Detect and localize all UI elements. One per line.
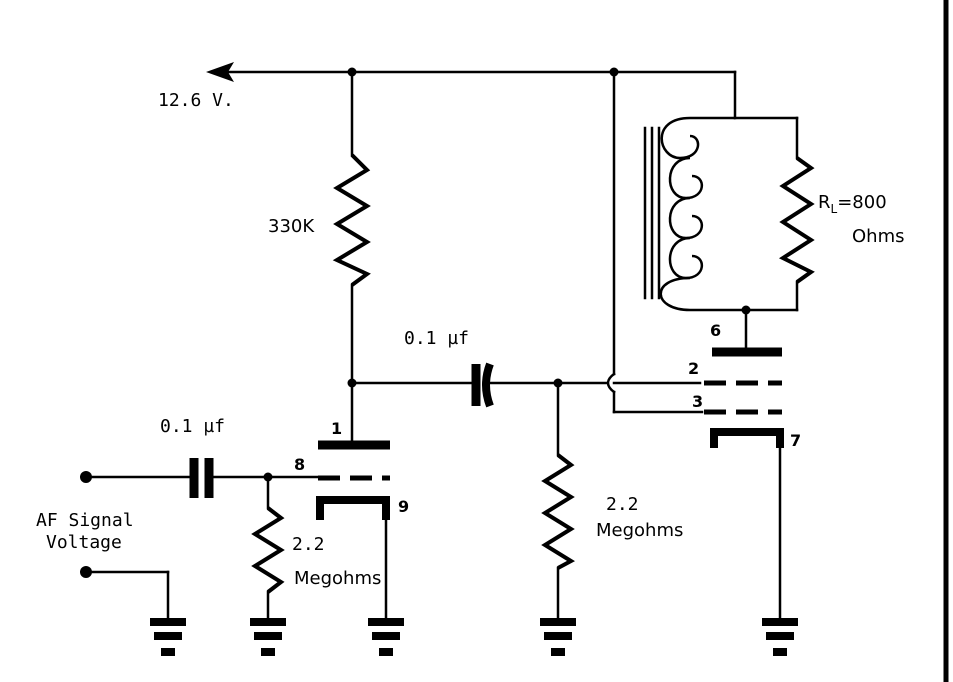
output-cathode <box>710 428 784 448</box>
pin-label-7: 7 <box>790 431 801 450</box>
pin-label-6: 6 <box>710 321 721 340</box>
coupling-capacitor-label: 0.1 µf <box>404 328 469 349</box>
output-tube <box>704 347 784 622</box>
pin-label-8: 8 <box>294 455 305 474</box>
coupling-capacitor <box>350 362 608 408</box>
input-grid-resistor-value: 2.2 <box>292 534 325 555</box>
supply-rail <box>206 62 737 120</box>
ground-icon <box>762 618 798 656</box>
ground-icon <box>250 618 286 656</box>
svg-text:RL=800: RL=800 <box>818 192 887 216</box>
supply-voltage-label: 12.6 V. <box>158 90 234 111</box>
pin-label-1: 1 <box>331 419 342 438</box>
plate-resistor <box>332 70 371 447</box>
ground-icon <box>150 618 186 656</box>
pin-label-2: 2 <box>688 359 699 378</box>
output-transformer <box>643 116 815 350</box>
load-resistor-unit: Ohms <box>852 226 905 247</box>
output-grid-resistor-unit: Megohms <box>596 520 683 541</box>
ground-icon <box>368 618 404 656</box>
crossover <box>606 70 704 414</box>
pin-label-3: 3 <box>692 392 703 411</box>
input-tube <box>316 440 390 622</box>
input-label-line1: AF Signal <box>36 510 134 531</box>
load-resistor-label: RL=800 Ohms <box>818 192 905 247</box>
output-grid-resistor-value: 2.2 <box>606 494 639 515</box>
input-circuit <box>80 458 320 622</box>
input-grid-resistor-unit: Megohms <box>294 568 381 589</box>
input-cathode <box>316 496 390 520</box>
input-label-line2: Voltage <box>46 532 122 553</box>
output-grid-resistor <box>541 381 576 622</box>
plate-resistor-label: 330K <box>268 216 315 237</box>
input-capacitor-label: 0.1 µf <box>160 416 225 437</box>
supply-arrow-icon <box>206 62 234 82</box>
ground-icon <box>540 618 576 656</box>
pin-label-9: 9 <box>398 497 409 516</box>
